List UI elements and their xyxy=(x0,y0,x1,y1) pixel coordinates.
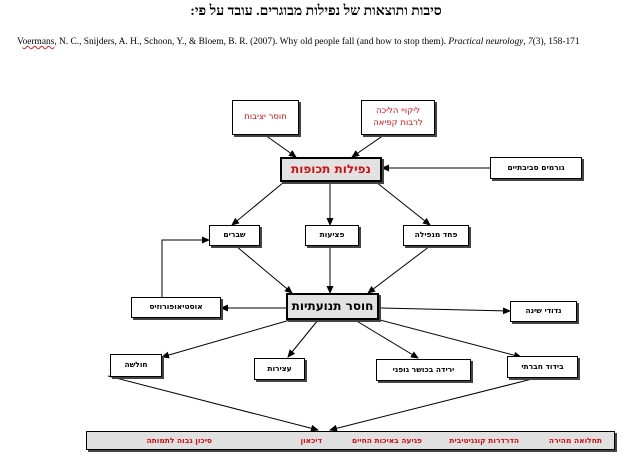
node-injuries-label: פציעות xyxy=(319,230,345,240)
arrow-immobility-to-constipation xyxy=(287,319,319,358)
node-insomnia: נדודי שינה xyxy=(510,301,577,322)
node-fear-of-falling: פחד מנפילה xyxy=(403,225,469,246)
node-environment-label: גורמים סביבתיים xyxy=(507,162,565,172)
node-deconditioning: ירידה בכושר גופני xyxy=(376,359,471,381)
citation: Voermans, N. C., Snijders, A. H., Schoon… xyxy=(17,37,632,47)
node-social-isolation: בידוד חברתי xyxy=(507,356,578,378)
node-isolation-label: בידוד חברתי xyxy=(521,361,564,371)
citation-lead: V xyxy=(17,37,23,47)
node-immobility: חוסר תנועתיות xyxy=(286,293,379,320)
page-title: סיבות ותוצאות של נפילות מבוגרים. עובד על… xyxy=(190,4,442,19)
node-instability: חוסר יציבות xyxy=(232,100,299,135)
node-insomnia-label: נדודי שינה xyxy=(525,306,562,316)
citation-sep: , xyxy=(523,37,528,47)
node-environment: גורמים סביבתיים xyxy=(490,157,582,179)
citation-authors: , N. C., Snijders, A. H., Schoon, Y., & … xyxy=(54,37,449,47)
arrow-immobility-to-weakness xyxy=(161,319,291,359)
node-osteoporosis-label: אוסטיאופורוזיס xyxy=(149,302,203,312)
arrow-osteoporosis-to-fractures xyxy=(161,236,210,297)
arrow-fear-to-immobility xyxy=(367,245,431,294)
node-gait-impairment: ליקויי הליכה לרבות קפיאה xyxy=(361,100,435,135)
node-injuries: פציעות xyxy=(305,225,359,246)
arrow-immobility-to-deconditioning xyxy=(354,319,419,359)
arrow-isolation-to-outcomes xyxy=(329,377,537,432)
arrow-gait-to-falls xyxy=(351,134,385,158)
arrow-falls-to-fractures xyxy=(231,181,285,226)
node-constipation-label: עצירות xyxy=(267,363,292,373)
outcome-depression: דיכאון xyxy=(300,436,322,445)
outcomes-bar: תחלואה מהירה הדרדרות קוגניטיבית פגיעה בא… xyxy=(86,431,615,450)
outcome-rapid-morbidity: תחלואה מהירה xyxy=(548,436,602,445)
node-weakness-label: חולשה xyxy=(124,360,148,370)
citation-volume: 7 xyxy=(528,37,533,47)
node-osteoporosis: אוסטיאופורוזיס xyxy=(131,297,221,318)
node-constipation: עצירות xyxy=(254,358,305,380)
node-deconditioning-label: ירידה בכושר גופני xyxy=(392,364,455,374)
node-frequent-falls: נפילות תכופות xyxy=(280,157,382,182)
arrow-immobility-to-isolation xyxy=(379,319,522,359)
arrow-instability-to-falls xyxy=(264,134,297,158)
node-immobility-label: חוסר תנועתיות xyxy=(291,299,374,314)
citation-tail: (3), 158-171 xyxy=(532,37,580,47)
citation-spell-word: oermans xyxy=(22,37,55,47)
outcome-quality-of-life: פגיעה באיכות החיים xyxy=(352,436,422,445)
arrow-fractures-to-immobility xyxy=(235,245,293,294)
node-gait-label-1: ליקויי הליכה xyxy=(376,106,420,117)
arrow-immobility-to-insomnia xyxy=(378,307,511,315)
node-fractures-label: שברים xyxy=(223,230,246,240)
outcome-cognitive-decline: הדרדרות קוגניטיבית xyxy=(449,436,519,445)
node-fractures: שברים xyxy=(209,225,260,246)
outcome-mortality-risk: סיכון גבוה לתמותה xyxy=(146,436,212,445)
node-instability-label: חוסר יציבות xyxy=(244,111,287,122)
node-weakness: חולשה xyxy=(110,354,162,377)
node-frequent-falls-label: נפילות תכופות xyxy=(291,162,371,177)
arrow-falls-to-fear xyxy=(375,181,431,226)
citation-journal: Practical neurology xyxy=(448,37,524,47)
node-gait-label-2: לרבות קפיאה xyxy=(373,117,423,128)
node-fear-label: פחד מנפילה xyxy=(414,230,458,240)
arrow-weakness-to-outcomes xyxy=(107,375,319,432)
